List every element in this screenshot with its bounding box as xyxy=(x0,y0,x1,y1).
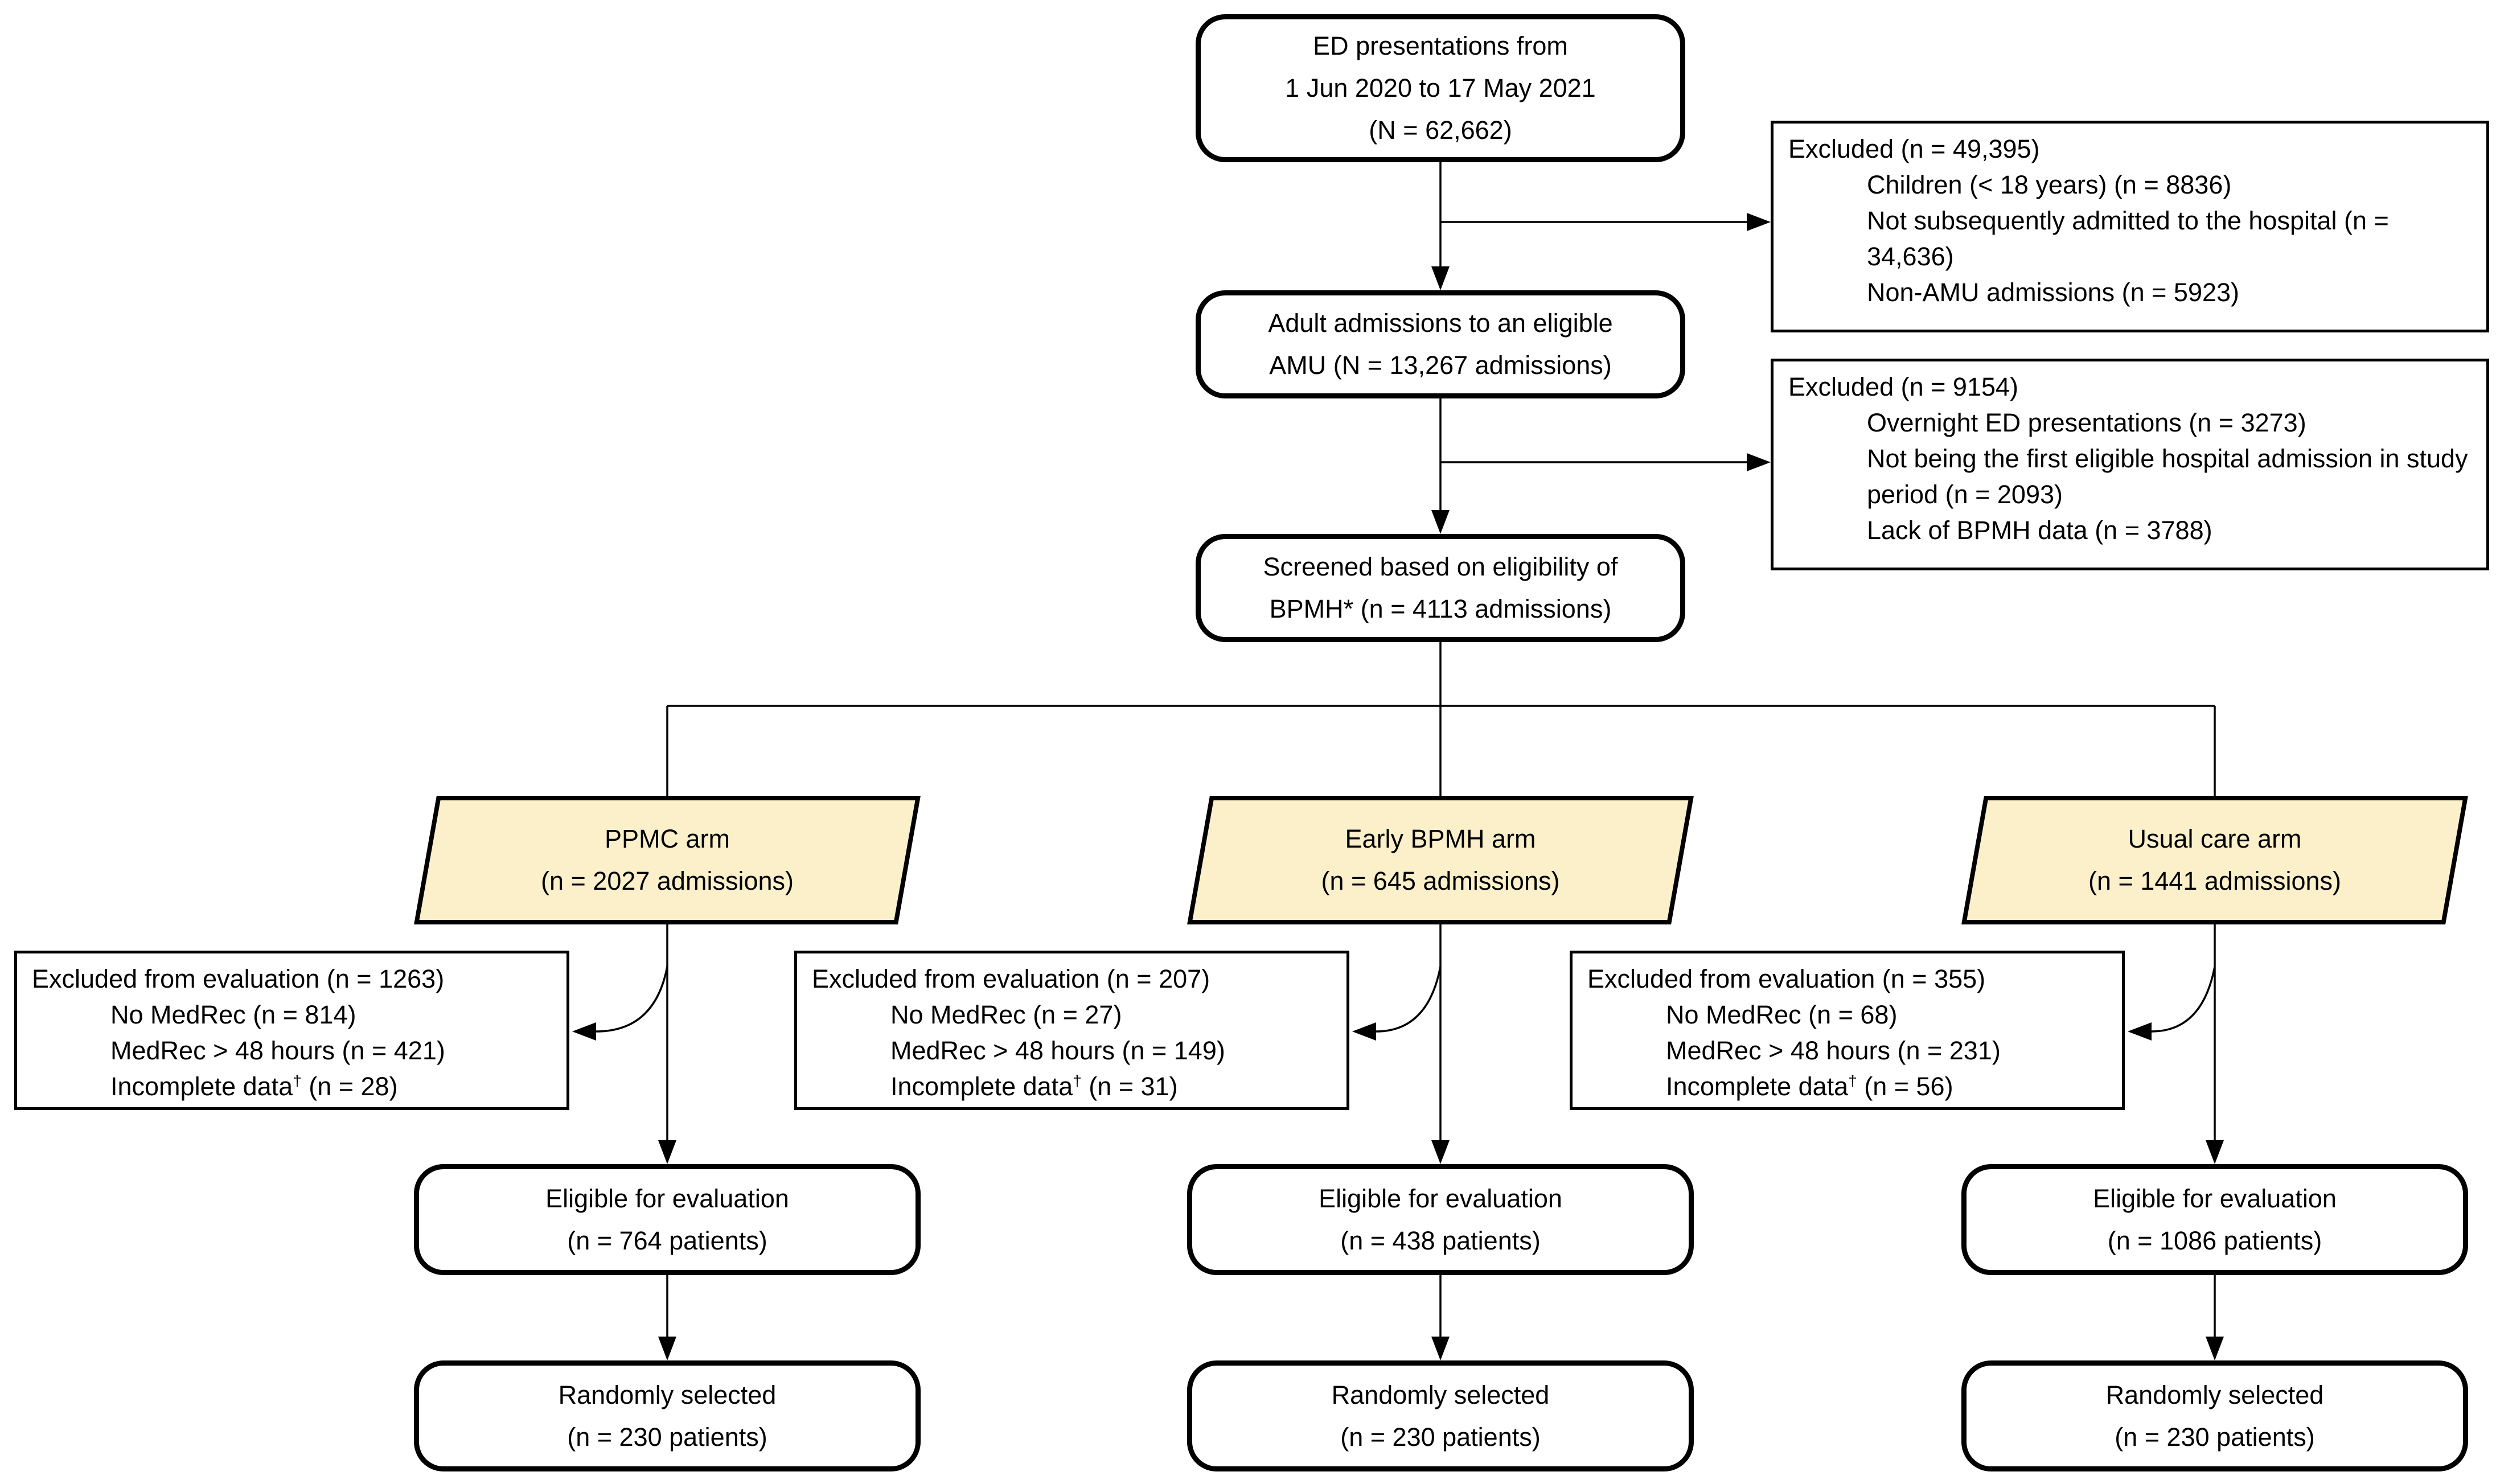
arrowheads xyxy=(572,213,2224,1360)
box-excluded-usual-care: Excluded from evaluation (n = 355) No Me… xyxy=(1570,951,2125,1110)
connector-lines xyxy=(596,162,2216,1338)
excluded-item: Not subsequently admitted to the hospita… xyxy=(1867,206,2389,271)
excluded-item: MedRec > 48 hours (n = 231) xyxy=(1666,1036,2001,1065)
excluded-item: Overnight ED presentations (n = 3273) xyxy=(1867,408,2306,437)
box-random-early-bpmh: Randomly selected (n = 230 patients) xyxy=(1187,1360,1694,1471)
excluded-item-count: (n = 56) xyxy=(1857,1072,1953,1101)
dagger-footnote-marker: † xyxy=(1848,1072,1857,1090)
arm-label: Early BPMH arm (n = 645 admissions) xyxy=(1203,800,1678,920)
box-excluded-early-bpmh: Excluded from evaluation (n = 207) No Me… xyxy=(794,951,1349,1110)
box-adult-admissions: Adult admissions to an eligible AMU (N =… xyxy=(1196,290,1685,398)
box-eligible-early-bpmh: Eligible for evaluation (n = 438 patient… xyxy=(1187,1164,1694,1275)
box-line: (n = 230 patients) xyxy=(1340,1422,1541,1452)
box-line: (N = 62,662) xyxy=(1369,116,1512,145)
arrowhead-down-icon xyxy=(1431,266,1450,290)
connector-curve xyxy=(1376,966,1442,1033)
excluded-item: Non-AMU admissions (n = 5923) xyxy=(1867,278,2240,307)
excluded-item: Incomplete data† (n = 31) xyxy=(812,1068,1334,1104)
arrowhead-down-icon xyxy=(1431,1140,1450,1164)
box-screened: Screened based on eligibility of BPMH* (… xyxy=(1196,534,1685,642)
box-line: Randomly selected xyxy=(558,1380,777,1409)
box-line: BPMH* (n = 4113 admissions) xyxy=(1269,594,1612,623)
excluded-title: Excluded (n = 9154) xyxy=(1788,372,2019,401)
box-line: Randomly selected xyxy=(2105,1380,2324,1409)
arrowhead-down-icon xyxy=(658,1337,676,1360)
excluded-item: Children (< 18 years) (n = 8836) xyxy=(1867,170,2232,199)
box-line: PPMC arm xyxy=(604,824,730,853)
box-random-usual-care: Randomly selected (n = 230 patients) xyxy=(1961,1360,2468,1471)
excluded-item: Incomplete data† (n = 56) xyxy=(1587,1068,2109,1104)
box-line: Randomly selected xyxy=(1331,1380,1550,1409)
excluded-item: MedRec > 48 hours (n = 421) xyxy=(110,1036,445,1065)
excluded-title: Excluded from evaluation (n = 1263) xyxy=(32,964,445,993)
box-line: Usual care arm xyxy=(2128,824,2302,853)
box-random-ppmc: Randomly selected (n = 230 patients) xyxy=(414,1360,921,1471)
box-line: Eligible for evaluation xyxy=(1319,1183,1562,1213)
box-line: ED presentations from xyxy=(1313,31,1568,60)
excluded-item: Lack of BPMH data (n = 3788) xyxy=(1867,516,2212,545)
excluded-title: Excluded (n = 49,395) xyxy=(1788,134,2040,163)
arm-early-bpmh: Early BPMH arm (n = 645 admissions) xyxy=(1187,796,1694,924)
excluded-title: Excluded from evaluation (n = 355) xyxy=(1587,964,1986,993)
excluded-item-count: (n = 31) xyxy=(1081,1072,1178,1101)
excluded-item: Incomplete data† (n = 28) xyxy=(32,1068,554,1104)
excluded-item-count: (n = 28) xyxy=(301,1072,398,1101)
dagger-footnote-marker: † xyxy=(293,1072,302,1090)
box-line: (n = 764 patients) xyxy=(567,1226,767,1255)
excluded-item: Not being the first eligible hospital ad… xyxy=(1867,444,2468,509)
arrowhead-down-icon xyxy=(2206,1337,2224,1360)
box-line: (n = 1086 patients) xyxy=(2107,1226,2322,1255)
excluded-item-text: Incomplete data xyxy=(110,1072,293,1101)
box-line: (n = 230 patients) xyxy=(2115,1422,2315,1452)
box-line: Screened based on eligibility of xyxy=(1263,552,1618,581)
excluded-item: No MedRec (n = 68) xyxy=(1666,1000,1898,1029)
arrowhead-right-icon xyxy=(1747,213,1771,231)
box-line: (n = 438 patients) xyxy=(1340,1226,1541,1255)
arrowhead-down-icon xyxy=(2206,1140,2224,1164)
excluded-item: No MedRec (n = 814) xyxy=(110,1000,356,1029)
box-line: (n = 1441 admissions) xyxy=(2088,866,2341,895)
box-ed-presentations: ED presentations from 1 Jun 2020 to 17 M… xyxy=(1196,14,1685,162)
box-eligible-usual-care: Eligible for evaluation (n = 1086 patien… xyxy=(1961,1164,2468,1275)
box-line: Eligible for evaluation xyxy=(545,1183,789,1213)
box-line: Eligible for evaluation xyxy=(2093,1183,2337,1213)
arrowhead-down-icon xyxy=(658,1140,676,1164)
arrowhead-down-icon xyxy=(1431,510,1450,534)
connector-curve xyxy=(2151,966,2216,1033)
box-excluded-amu: Excluded (n = 9154) Overnight ED present… xyxy=(1771,359,2489,570)
box-line: (n = 2027 admissions) xyxy=(541,866,794,895)
arrowhead-left-icon xyxy=(1352,1022,1376,1041)
box-line: Early BPMH arm xyxy=(1345,824,1536,853)
box-excluded-initial: Excluded (n = 49,395) Children (< 18 yea… xyxy=(1771,121,2489,332)
connector-curve xyxy=(596,966,668,1033)
arm-label: Usual care arm (n = 1441 admissions) xyxy=(1977,800,2452,920)
excluded-title: Excluded from evaluation (n = 207) xyxy=(812,964,1210,993)
box-eligible-ppmc: Eligible for evaluation (n = 764 patient… xyxy=(414,1164,921,1275)
box-excluded-ppmc: Excluded from evaluation (n = 1263) No M… xyxy=(14,951,569,1110)
box-line: Adult admissions to an eligible xyxy=(1268,309,1613,338)
arrowhead-left-icon xyxy=(2128,1022,2152,1041)
box-line: AMU (N = 13,267 admissions) xyxy=(1269,351,1612,380)
arrowhead-right-icon xyxy=(1747,453,1771,471)
arrowhead-left-icon xyxy=(572,1022,596,1041)
box-line: (n = 230 patients) xyxy=(567,1422,767,1452)
arrowhead-down-icon xyxy=(1431,1337,1450,1360)
excluded-item: MedRec > 48 hours (n = 149) xyxy=(890,1036,1225,1065)
excluded-item-text: Incomplete data xyxy=(1666,1072,1849,1101)
dagger-footnote-marker: † xyxy=(1073,1072,1082,1090)
box-line: 1 Jun 2020 to 17 May 2021 xyxy=(1285,73,1596,102)
arm-usual-care: Usual care arm (n = 1441 admissions) xyxy=(1961,796,2468,924)
arm-label: PPMC arm (n = 2027 admissions) xyxy=(430,800,905,920)
excluded-item: No MedRec (n = 27) xyxy=(890,1000,1122,1029)
box-line: (n = 645 admissions) xyxy=(1321,866,1560,895)
arm-ppmc: PPMC arm (n = 2027 admissions) xyxy=(414,796,921,924)
excluded-item-text: Incomplete data xyxy=(890,1072,1073,1101)
